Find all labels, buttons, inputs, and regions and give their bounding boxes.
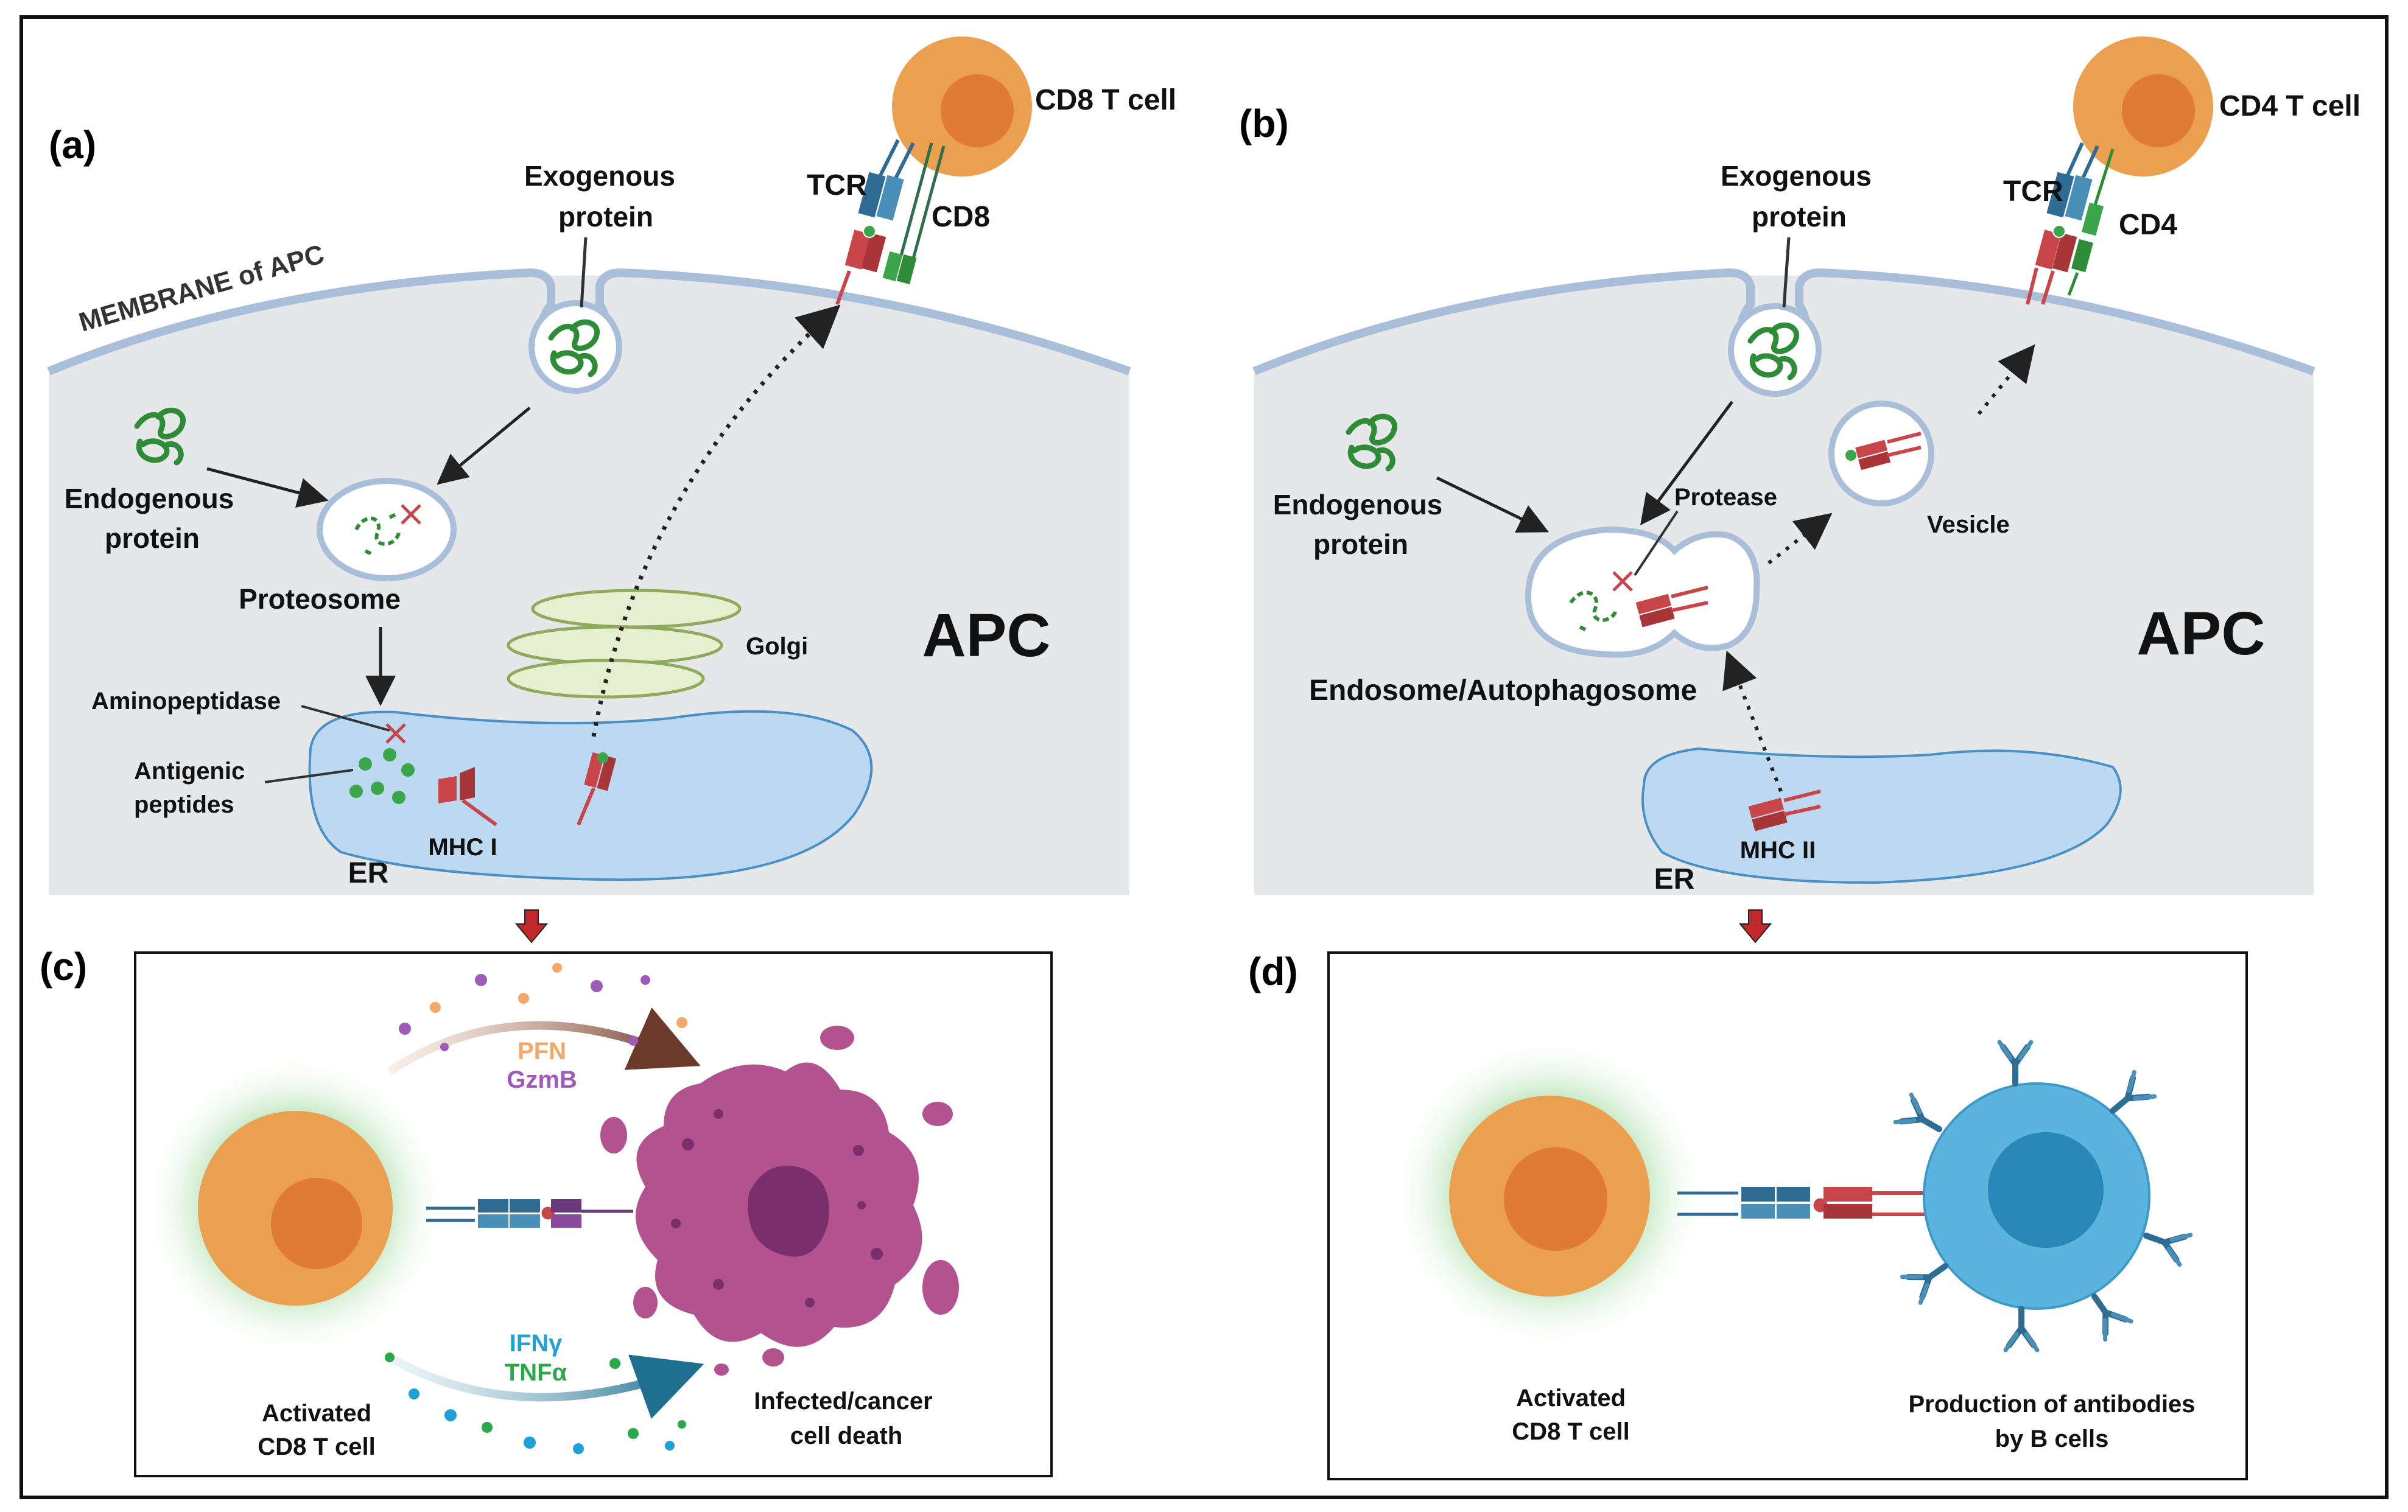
exogenous-label-l1: Exogenous bbox=[524, 160, 675, 192]
apc-cytoplasm-b bbox=[1254, 275, 2314, 895]
cell-granules bbox=[671, 1109, 883, 1307]
golgi-stack-1 bbox=[531, 589, 742, 629]
antigenic-label-l2: peptides bbox=[134, 791, 234, 818]
endogenous-label-b-l1: Endogenous bbox=[1273, 489, 1443, 520]
ifng-label: IFNγ bbox=[510, 1330, 563, 1357]
activated-cd8-label-d-l1: Activated bbox=[1516, 1385, 1626, 1412]
tcr-complex-b bbox=[2026, 142, 2115, 305]
panel-letter-a: (a) bbox=[49, 123, 96, 167]
endogenous-label-l2: protein bbox=[105, 522, 200, 554]
down-arrow-b-to-d bbox=[1738, 909, 1772, 943]
arrow-endosome-to-vesicle bbox=[1767, 513, 1833, 565]
antibody-label-l2: by B cells bbox=[1995, 1426, 2109, 1452]
b-cell-nucleus bbox=[1988, 1132, 2104, 1248]
exogenous-label-l2: protein bbox=[558, 201, 653, 233]
arrow-endogenous-to-proteosome bbox=[206, 467, 329, 508]
activated-cd8-nucleus bbox=[271, 1178, 362, 1269]
antibody-label-l1: Production of antibodies bbox=[1908, 1391, 2195, 1418]
mhc-ii-er bbox=[1748, 789, 1821, 831]
arc-arrow-cytokine bbox=[387, 1353, 704, 1419]
er-compartment-b bbox=[1641, 747, 2122, 884]
degraded-protein-icon-b bbox=[1569, 590, 1618, 632]
endogenous-label-b-l2: protein bbox=[1313, 528, 1408, 560]
cell-death-label-l2: cell death bbox=[790, 1423, 903, 1449]
vesicle-label: Vesicle bbox=[1927, 511, 2010, 538]
panel-d: (d) Activated CD8 T cell Produc bbox=[1248, 950, 2248, 1480]
tcr-label-b: TCR bbox=[2003, 175, 2063, 208]
aminopeptidase-pointer bbox=[301, 705, 390, 732]
mhc-i-molecule bbox=[438, 767, 497, 827]
cytokine-particles bbox=[385, 1353, 686, 1454]
mhc-i-label: MHC I bbox=[428, 834, 497, 861]
exogenous-pointer-b bbox=[1782, 237, 1791, 308]
aminopeptidase-label: Aminopeptidase bbox=[91, 688, 281, 715]
aminopeptidase-scissors-icon bbox=[385, 723, 406, 744]
tnfa-label: TNFα bbox=[505, 1359, 567, 1386]
endosome-label: Endosome/Autophagosome bbox=[1309, 674, 1697, 707]
cd8-tcell-label: CD8 T cell bbox=[1035, 84, 1176, 116]
exogenous-label-b-l1: Exogenous bbox=[1721, 160, 1872, 192]
arrow-exogenous-to-endosome bbox=[1640, 401, 1734, 526]
tcr-label-a: TCR bbox=[807, 169, 867, 201]
cd4-tcell-label: CD4 T cell bbox=[2219, 90, 2361, 122]
panel-letter-c: (c) bbox=[40, 945, 87, 989]
mhc-i-loaded bbox=[577, 752, 617, 826]
cd4-tcell-nucleus bbox=[2122, 74, 2195, 147]
endosome-autophagosome bbox=[1525, 526, 1760, 658]
arrow-vesicle-to-membrane bbox=[1977, 344, 2035, 415]
panel-b: (b) Exogenous protein Endogenous protein… bbox=[1239, 37, 2361, 895]
mhc-ii-vesicle bbox=[1845, 432, 1922, 471]
cytotoxic-granules bbox=[399, 963, 687, 1051]
proteosome-label: Proteosome bbox=[239, 583, 401, 615]
arc-arrow-cytotoxic bbox=[387, 1007, 701, 1075]
antigenic-label-l1: Antigenic bbox=[134, 758, 245, 785]
apc-label-b: APC bbox=[2136, 600, 2265, 668]
cd8-tcell-nucleus bbox=[941, 74, 1014, 147]
cell-death-label-l1: Infected/cancer bbox=[754, 1388, 932, 1415]
antigenic-pointer bbox=[264, 769, 354, 783]
er-label: ER bbox=[348, 857, 389, 889]
gzmb-label: GzmB bbox=[507, 1066, 577, 1093]
protease-scissors-icon bbox=[1612, 571, 1633, 592]
panel-letter-d: (d) bbox=[1248, 950, 1298, 993]
cell-fragments bbox=[600, 1026, 959, 1376]
pfn-label: PFN bbox=[518, 1038, 566, 1065]
er-label-b: ER bbox=[1654, 863, 1695, 895]
infected-cell-nucleus bbox=[748, 1166, 829, 1257]
arrow-exogenous-to-proteosome bbox=[437, 407, 531, 485]
cd8-coreceptor-label: CD8 bbox=[932, 201, 990, 233]
scissors-icon bbox=[401, 504, 421, 525]
panel-letter-b: (b) bbox=[1239, 102, 1289, 145]
activated-cd8-label-c-l1: Activated bbox=[262, 1400, 371, 1427]
activated-cd8-nucleus-d bbox=[1504, 1147, 1607, 1251]
antigenic-peptides bbox=[349, 748, 415, 804]
apc-label-a: APC bbox=[922, 601, 1050, 670]
activated-cd8-label-d-l2: CD8 T cell bbox=[1512, 1418, 1629, 1445]
protease-label: Protease bbox=[1674, 484, 1777, 511]
mhc-ii-endosome bbox=[1635, 586, 1708, 628]
arrow-er-to-endosome bbox=[1722, 650, 1783, 793]
down-arrow-a-to-c bbox=[514, 909, 549, 943]
proteosome bbox=[317, 478, 457, 581]
exogenous-label-b-l2: protein bbox=[1752, 201, 1847, 233]
degraded-protein-icon bbox=[354, 513, 401, 556]
tcr-complex-a bbox=[835, 139, 946, 306]
activated-cd8-label-c-l2: CD8 T cell bbox=[258, 1433, 375, 1460]
synapse-d bbox=[1677, 1187, 1930, 1219]
golgi-stack-2 bbox=[507, 625, 723, 665]
golgi-stack-3 bbox=[507, 659, 705, 699]
arrow-endogenous-to-endosome bbox=[1436, 476, 1549, 533]
golgi-label: Golgi bbox=[746, 633, 808, 660]
cd4-coreceptor-label: CD4 bbox=[2119, 209, 2177, 241]
synapse-c bbox=[426, 1199, 633, 1228]
panel-c: (c) bbox=[40, 945, 1053, 1477]
mhc-ii-label: MHC II bbox=[1740, 837, 1816, 864]
exogenous-pointer bbox=[580, 237, 588, 308]
endogenous-label-l1: Endogenous bbox=[65, 483, 234, 514]
